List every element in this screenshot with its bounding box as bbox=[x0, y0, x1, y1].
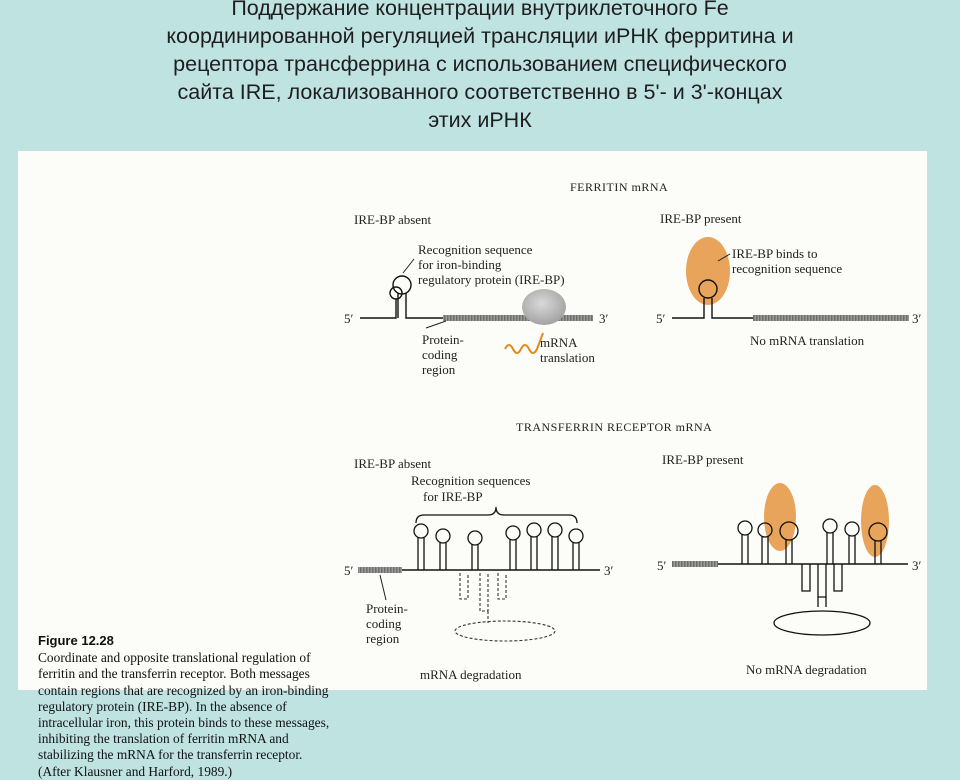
title-line: сайта IRE, локализованного соответственн… bbox=[177, 80, 783, 104]
ire-hairpin-loop bbox=[413, 523, 429, 539]
caption-text: Coordinate and opposite translational re… bbox=[38, 650, 330, 779]
protein-coding-region bbox=[358, 567, 402, 573]
three-prime-label: 3′ bbox=[912, 558, 922, 573]
title-line: координированной регуляцией трансляции и… bbox=[166, 24, 794, 48]
ire-hairpin-loop bbox=[868, 522, 888, 542]
recognition-brace bbox=[415, 506, 578, 524]
recognition-label-line: Recognition sequence bbox=[418, 242, 533, 257]
five-prime-label: 5′ bbox=[344, 563, 354, 578]
ire-hairpin-loop bbox=[568, 528, 584, 544]
transferrin-absent-panel: IRE-BP absent Recognition sequences for … bbox=[344, 456, 614, 682]
ferritin-present-state-label: IRE-BP present bbox=[660, 211, 742, 226]
transferrin-absent-state-label: IRE-BP absent bbox=[354, 456, 432, 471]
protein-coding-region bbox=[753, 315, 909, 321]
ire-hairpin-loop bbox=[505, 525, 521, 541]
ferritin-present-outcome: No mRNA translation bbox=[750, 333, 865, 348]
title-line: Поддержание концентрации внутриклеточног… bbox=[231, 0, 729, 20]
ferritin-absent-panel: IRE-BP absent Recognition sequence for i… bbox=[344, 212, 609, 377]
binds-label-line: recognition sequence bbox=[732, 261, 842, 276]
translation-label-line: mRNA bbox=[540, 335, 578, 350]
pointer-line bbox=[717, 253, 731, 262]
pointer-line bbox=[379, 574, 387, 601]
transferrin-heading: TRANSFERRIN RECEPTOR mRNA bbox=[516, 420, 712, 434]
stable-mrna-structure bbox=[773, 564, 871, 636]
coding-label-line: region bbox=[366, 631, 400, 646]
slide-title: Поддержание концентрации внутриклеточног… bbox=[40, 0, 920, 134]
ferritin-absent-state-label: IRE-BP absent bbox=[354, 212, 432, 227]
irebp-protein bbox=[686, 237, 730, 305]
ferritin-heading: FERRITIN mRNA bbox=[570, 180, 668, 194]
binds-label-line: IRE-BP binds to bbox=[732, 246, 817, 261]
ire-hairpin-loop bbox=[392, 275, 412, 295]
poly-a-tail bbox=[454, 620, 556, 642]
recognition-label-line: for IRE-BP bbox=[423, 489, 483, 504]
five-prime-label: 5′ bbox=[657, 558, 667, 573]
ire-hairpins bbox=[413, 522, 584, 570]
three-prime-label: 3′ bbox=[912, 311, 922, 326]
ire-hairpin-loop bbox=[822, 518, 838, 534]
coding-label-line: region bbox=[422, 362, 456, 377]
irebp-protein bbox=[764, 483, 796, 551]
three-prime-label: 3′ bbox=[599, 311, 609, 326]
mrna-strand bbox=[360, 286, 403, 319]
recognition-label-line: for iron-binding bbox=[418, 257, 502, 272]
transferrin-present-state-label: IRE-BP present bbox=[662, 452, 744, 467]
pointer-line bbox=[425, 320, 447, 329]
ire-hairpin-loop bbox=[547, 522, 563, 538]
nascent-peptide bbox=[504, 332, 544, 354]
figure-panel: FERRITIN mRNA IRE-BP absent Recognition … bbox=[18, 151, 927, 779]
transferrin-absent-outcome: mRNA degradation bbox=[420, 667, 522, 682]
coding-label-line: coding bbox=[422, 347, 458, 362]
ire-hairpin-stem bbox=[397, 293, 443, 319]
regulation-diagram: FERRITIN mRNA IRE-BP absent Recognition … bbox=[344, 180, 922, 682]
ire-hairpin-loop bbox=[779, 521, 799, 541]
ribosome bbox=[522, 289, 566, 325]
ire-hairpin-loop bbox=[526, 522, 542, 538]
ire-hairpin-loop bbox=[844, 521, 860, 537]
recognition-label-line: regulatory protein (IRE-BP) bbox=[418, 272, 565, 287]
ire-hairpin-loop bbox=[698, 279, 718, 299]
pointer-line bbox=[402, 258, 415, 274]
ire-hairpin-loop bbox=[435, 528, 451, 544]
figure-caption: Figure 12.28 Coordinate and opposite tra… bbox=[38, 633, 334, 780]
ire-hairpin-loop bbox=[467, 530, 483, 546]
five-prime-label: 5′ bbox=[656, 311, 666, 326]
protein-coding-region bbox=[443, 315, 593, 321]
protein-coding-region bbox=[672, 561, 718, 567]
ire-hairpin-loop bbox=[737, 520, 753, 536]
mrna-strand bbox=[672, 298, 753, 319]
three-prime-label: 3′ bbox=[604, 563, 614, 578]
recognition-label-line: Recognition sequences bbox=[411, 473, 531, 488]
ire-hairpins bbox=[737, 518, 888, 564]
coding-label-line: Protein- bbox=[422, 332, 464, 347]
coding-label-line: coding bbox=[366, 616, 402, 631]
poly-a-tail bbox=[773, 610, 871, 636]
figure-label: Figure 12.28 bbox=[38, 633, 114, 648]
five-prime-label: 5′ bbox=[344, 311, 354, 326]
transferrin-present-outcome: No mRNA degradation bbox=[746, 662, 867, 677]
irebp-protein bbox=[861, 485, 889, 557]
coding-label-line: Protein- bbox=[366, 601, 408, 616]
title-line: этих иРНК bbox=[428, 108, 532, 132]
title-line: рецептора трансферрина с использованием … bbox=[173, 52, 787, 76]
degraded-mrna bbox=[454, 573, 556, 642]
ire-hairpin-loop bbox=[757, 522, 773, 538]
translation-label-line: translation bbox=[540, 350, 595, 365]
ferritin-present-panel: IRE-BP present IRE-BP binds to recogniti… bbox=[656, 211, 922, 348]
transferrin-present-panel: IRE-BP present 5′ 3′ bbox=[657, 452, 922, 677]
